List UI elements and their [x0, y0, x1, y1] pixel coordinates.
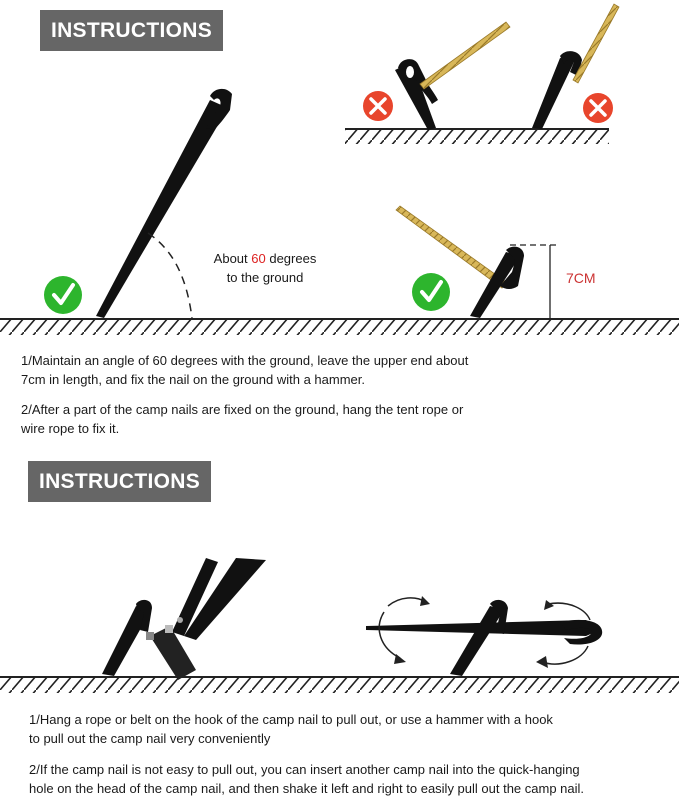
- section1-step2-line2: wire rope to fix it.: [21, 421, 120, 436]
- section2-banner: INSTRUCTIONS: [28, 461, 211, 502]
- section1-banner: INSTRUCTIONS: [40, 10, 223, 51]
- section2-step2: 2/If the camp nail is not easy to pull o…: [29, 760, 674, 798]
- cross-icon: [583, 93, 613, 123]
- check-icon: [412, 273, 450, 311]
- angle-note-suffix: degrees: [265, 251, 317, 266]
- correct-height-illustration: [395, 205, 556, 318]
- section1-step1-line1: 1/Maintain an angle of 60 degrees with t…: [21, 353, 469, 368]
- section2-banner-text: INSTRUCTIONS: [38, 469, 201, 493]
- rotate-arrow-icon: [536, 600, 591, 668]
- section2-step1: 1/Hang a rope or belt on the hook of the…: [29, 710, 669, 748]
- section1-step2: 2/After a part of the camp nails are fix…: [21, 400, 661, 438]
- stake-wrong-2: [532, 51, 582, 129]
- check-icon: [44, 276, 82, 314]
- angle-annotation: About 60 degrees to the ground: [200, 249, 330, 287]
- ground-line-bottom: [0, 676, 679, 693]
- section2-step1-line1: 1/Hang a rope or belt on the hook of the…: [29, 712, 553, 727]
- wrong-examples-illustration: [345, 3, 620, 144]
- section1-step2-line1: 2/After a part of the camp nails are fix…: [21, 402, 464, 417]
- section2-step1-line2: to pull out the camp nail very convenien…: [29, 731, 271, 746]
- angle-note-line2: to the ground: [226, 270, 304, 285]
- section2-step2-line2: hole on the head of the camp nail, and t…: [29, 781, 585, 796]
- section1-step1: 1/Maintain an angle of 60 degrees with t…: [21, 351, 661, 389]
- hammer-icon: [165, 625, 173, 633]
- section1-step1-line2: 7cm in length, and fix the nail on the g…: [21, 372, 365, 387]
- section2-step2-line1: 2/If the camp nail is not easy to pull o…: [29, 762, 580, 777]
- section1-banner-text: INSTRUCTIONS: [50, 18, 213, 42]
- ground-line-top: [0, 318, 679, 335]
- hammer-pull-illustration: [102, 558, 266, 680]
- stake-wrong-1: [395, 59, 438, 130]
- correct-angle-illustration: [96, 88, 232, 319]
- height-label: 7CM: [566, 270, 596, 286]
- shake-pull-illustration: [366, 596, 603, 676]
- cross-icon: [363, 91, 393, 121]
- angle-note-prefix: About: [213, 251, 252, 266]
- angle-value: 60: [251, 251, 266, 266]
- rotate-arrow-icon: [378, 596, 430, 664]
